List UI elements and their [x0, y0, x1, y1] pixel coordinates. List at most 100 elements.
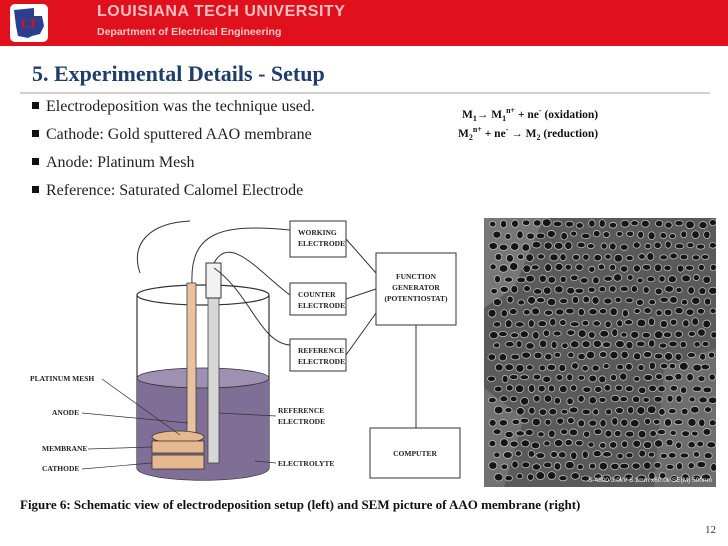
sem-pore: [653, 352, 664, 360]
logo-icon: LT: [14, 8, 44, 38]
sem-pore: [532, 463, 541, 471]
sem-pore: [500, 309, 508, 318]
sem-pore: [696, 440, 705, 448]
sem-pore: [503, 451, 513, 459]
sem-pore: [687, 330, 696, 337]
sem-pore: [598, 461, 608, 471]
sem-pore: [653, 461, 662, 469]
sem-pore: [653, 263, 663, 272]
sem-pore: [668, 408, 677, 415]
sem-pore: [516, 276, 526, 284]
sem-pore: [514, 321, 525, 328]
sem-pore: [498, 264, 509, 273]
sem-pore: [702, 428, 712, 436]
sem-pore: [566, 397, 574, 406]
sem-pore: [629, 419, 640, 428]
sem-pore: [598, 375, 607, 384]
sem-pore: [657, 385, 666, 393]
sem-pore: [522, 219, 531, 226]
sem-pore: [519, 417, 530, 424]
title-divider: [20, 92, 710, 94]
sem-pore: [514, 384, 525, 394]
sem-pore: [542, 375, 552, 383]
sem-pore: [494, 275, 501, 284]
sem-pore: [592, 320, 601, 327]
sem-pore: [633, 308, 641, 314]
arrow-reference: [345, 312, 377, 356]
sem-pore: [668, 362, 677, 370]
sem-pore: [547, 384, 556, 393]
sem-pore: [592, 408, 600, 416]
page-number: 12: [705, 524, 716, 536]
sem-pore: [531, 307, 541, 316]
sem-pore: [599, 419, 607, 428]
sem-pore: [637, 429, 647, 439]
sem-pore: [708, 373, 716, 381]
sem-pore: [506, 295, 514, 304]
sem-pore: [533, 219, 542, 227]
sem-pore: [668, 340, 678, 348]
arrow-working: [345, 238, 377, 274]
sem-pore: [528, 406, 536, 415]
sem-pore: [560, 231, 568, 241]
university-name: LOUISIANA TECH UNIVERSITY: [97, 3, 346, 20]
sem-pore: [633, 352, 642, 361]
sem-pore: [635, 298, 644, 306]
sem-pore: [637, 230, 645, 239]
sem-pore: [666, 394, 674, 403]
pointer-reference: [218, 412, 277, 417]
sem-pore: [670, 474, 679, 482]
sem-pore: [525, 253, 534, 263]
sem-pore: [710, 463, 716, 472]
sem-pore: [625, 430, 635, 438]
sem-pore: [709, 219, 716, 227]
sem-pore: [610, 462, 620, 471]
reference-label: REFERENCE: [298, 346, 344, 355]
sem-pore: [643, 461, 652, 470]
sem-pore: [511, 418, 521, 425]
sem-pore: [659, 254, 668, 261]
sem-pore: [550, 450, 558, 459]
sem-pore: [541, 218, 552, 228]
sem-pore: [558, 363, 567, 373]
sem-pore: [669, 429, 677, 436]
sem-pore: [632, 241, 641, 249]
sem-pore: [603, 275, 613, 282]
sem-pore: [526, 473, 535, 481]
sem-pore: [538, 339, 548, 349]
sem-pore: [510, 284, 519, 294]
sem-pore: [647, 317, 656, 326]
sem-pore: [498, 331, 508, 337]
pointer-anode: [81, 412, 189, 424]
sem-pore: [504, 430, 514, 438]
sem-pore: [663, 418, 672, 427]
sem-pore: [559, 384, 568, 394]
sem-pore: [685, 220, 695, 230]
sem-pore: [653, 330, 664, 340]
sem-pore: [644, 417, 652, 425]
sem-pore: [594, 473, 603, 480]
sem-pore: [515, 340, 523, 349]
sem-pore: [535, 452, 546, 459]
beaker-rim: [136, 284, 270, 306]
sem-pore: [708, 419, 716, 427]
sem-pore: [510, 242, 520, 251]
sem-pore: [632, 264, 641, 273]
sem-pore: [681, 473, 690, 482]
sem-pore: [581, 408, 591, 415]
sem-pore: [609, 263, 617, 272]
sem-pore: [652, 418, 661, 425]
sem-pore: [543, 394, 553, 403]
sem-pore: [659, 296, 669, 303]
sem-pore: [517, 253, 525, 260]
sem-pore: [504, 341, 515, 348]
sem-pore: [504, 319, 513, 329]
sem-pore: [531, 240, 542, 249]
counter-label: COUNTER: [298, 290, 336, 299]
sem-pore: [499, 438, 509, 448]
sem-pore: [598, 396, 607, 403]
sem-pore: [586, 243, 595, 250]
cathode-disc: [151, 454, 205, 470]
oxidation-equation: M1→ M1n+ + ne- (oxidation): [462, 106, 599, 124]
sem-pore: [519, 374, 530, 381]
